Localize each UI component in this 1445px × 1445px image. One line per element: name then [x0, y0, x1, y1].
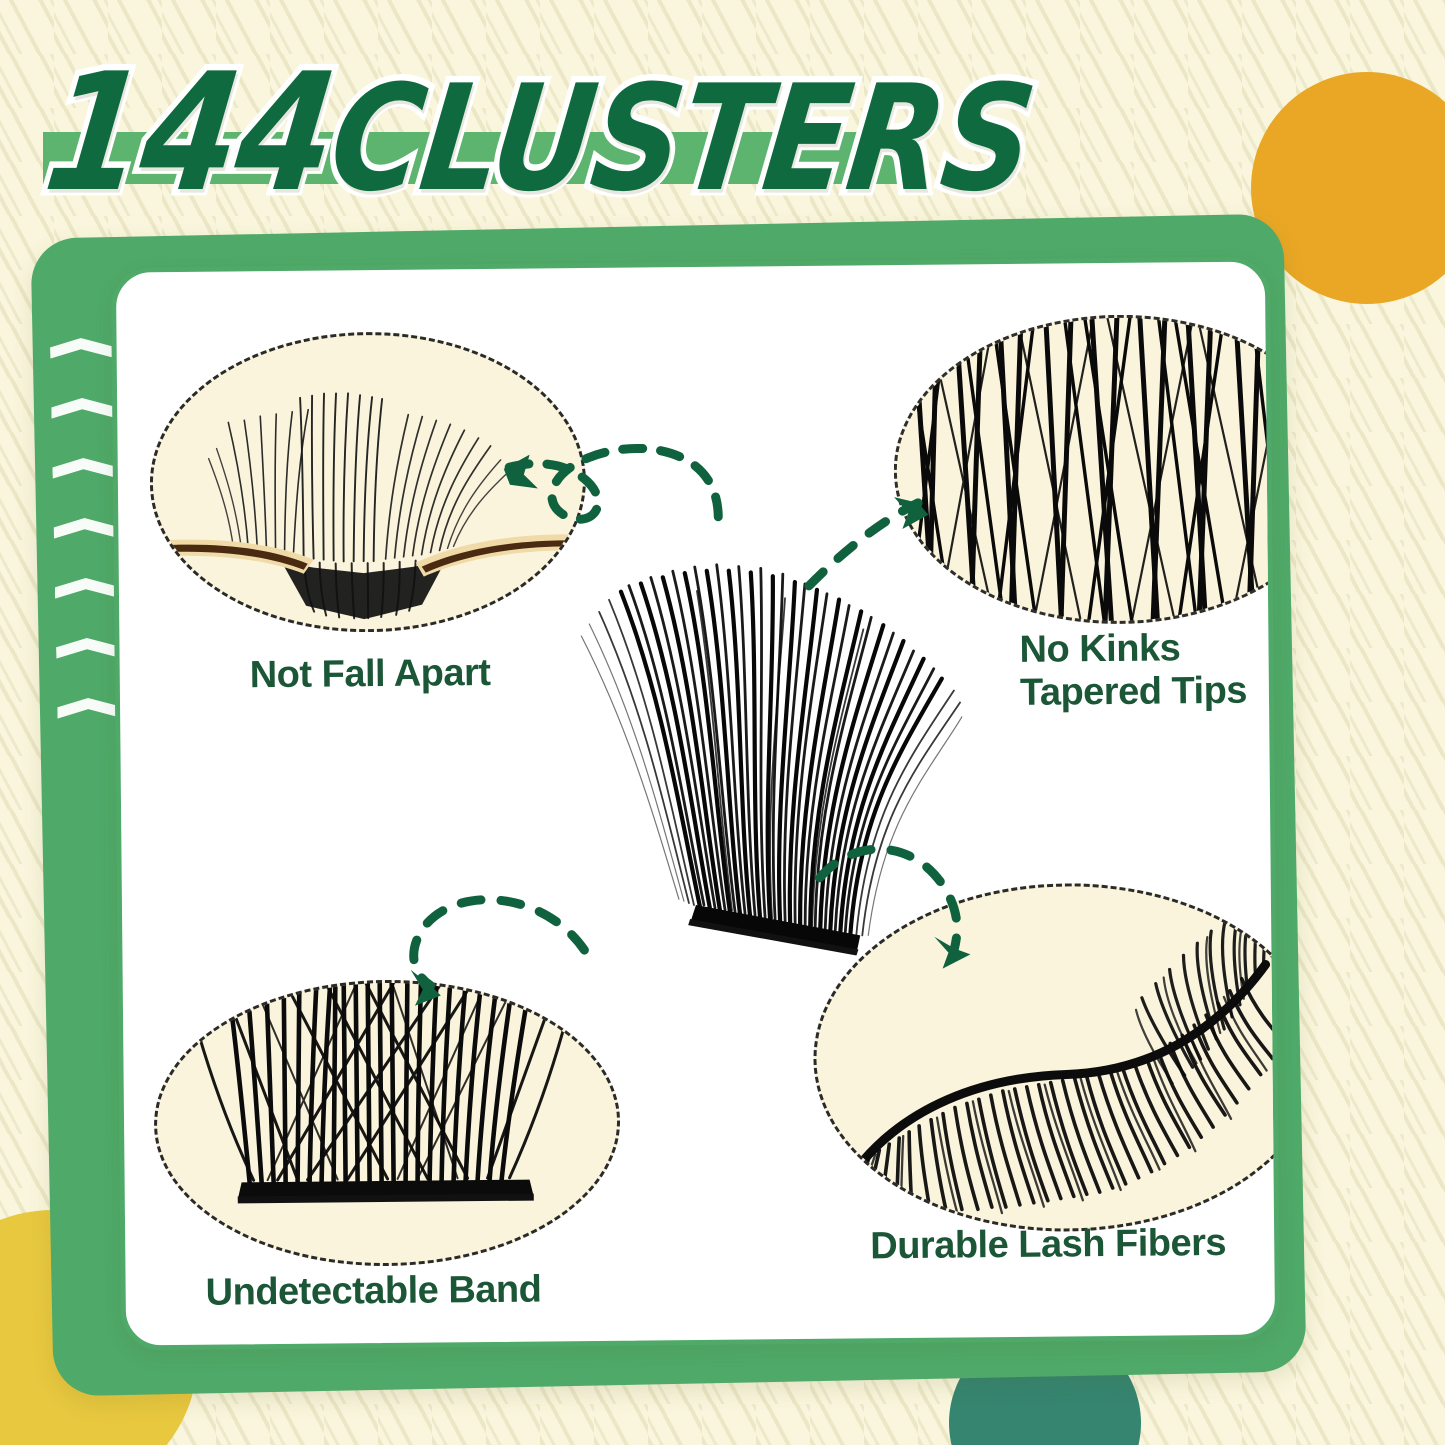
callout-not-fall-apart	[148, 330, 588, 635]
callout-undetectable-band	[152, 977, 622, 1269]
callout-durable-lash-fibers	[811, 881, 1281, 1234]
chevron-up-icon	[50, 337, 112, 358]
callout-no-kinks-tapered-tips	[892, 312, 1281, 627]
page-title: 144CLUSTERS	[31, 32, 1049, 234]
caption-durable-lash-fibers: Durable Lash Fibers	[870, 1221, 1227, 1268]
chevron-up-icon	[53, 517, 115, 538]
undetectable-band-illustration	[188, 980, 572, 1204]
feature-card: Not Fall Apart	[110, 256, 1281, 1351]
chevron-up-icon	[56, 637, 118, 658]
caption-no-kinks-tapered-tips: No Kinks Tapered Tips	[1019, 627, 1248, 714]
chevron-up-icon	[55, 577, 117, 598]
title-underline-band	[43, 132, 907, 184]
title-number: 144	[31, 32, 351, 234]
chevron-up-icon	[51, 397, 113, 418]
lash-cluster-illustration	[580, 563, 963, 956]
full-lash-strip-illustration	[846, 887, 1281, 1218]
lash-cluster-main	[500, 504, 964, 958]
tapered-fibers-macro-illustration	[901, 315, 1281, 624]
lash-on-tweezer-illustration	[151, 392, 585, 620]
chevron-up-icon	[52, 457, 114, 478]
caption-undetectable-band: Undetectable Band	[205, 1268, 542, 1314]
caption-not-fall-apart: Not Fall Apart	[249, 651, 491, 697]
chevron-up-icon	[57, 697, 119, 718]
title-word: CLUSTERS	[316, 49, 1048, 231]
